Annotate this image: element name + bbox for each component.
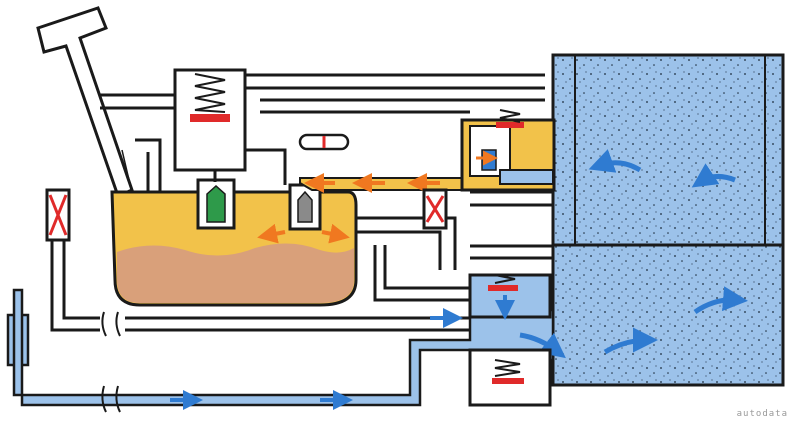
closed-valve-x-icon [425,195,445,223]
fuel-tank [110,178,358,307]
airflow-arrow-icon [588,149,642,173]
closed-valve-x-icon [48,194,68,236]
airflow-arrow-icon [693,286,748,315]
spring-icon [494,274,516,284]
closed-valve-left [45,188,71,242]
airflow-arrow-icon [603,327,658,355]
pressure-valve-top [173,68,247,182]
spring-icon [494,359,521,377]
two-way-valve [460,109,556,192]
vapour-arrow-icon [321,223,350,244]
pipe-break-marks [101,311,121,413]
airflow-arrow-icon [519,332,566,359]
vent-lines [100,73,553,302]
vent-cap [298,133,350,151]
purge-valve [468,273,552,320]
closed-valve-middle [422,188,448,230]
charcoal-canister [551,53,785,387]
check-valve-bottom [468,348,552,407]
watermark: autodata [736,409,788,419]
float-green [206,184,226,223]
float-grey [297,190,313,223]
left-vent-tube [50,240,470,332]
spring-icon [499,109,521,123]
spring-icon [194,73,226,113]
airflow-arrow-icon [691,163,736,188]
vapour-line [299,173,486,193]
vapour-arrow-icon [257,223,286,244]
purge-air-line [6,288,566,410]
